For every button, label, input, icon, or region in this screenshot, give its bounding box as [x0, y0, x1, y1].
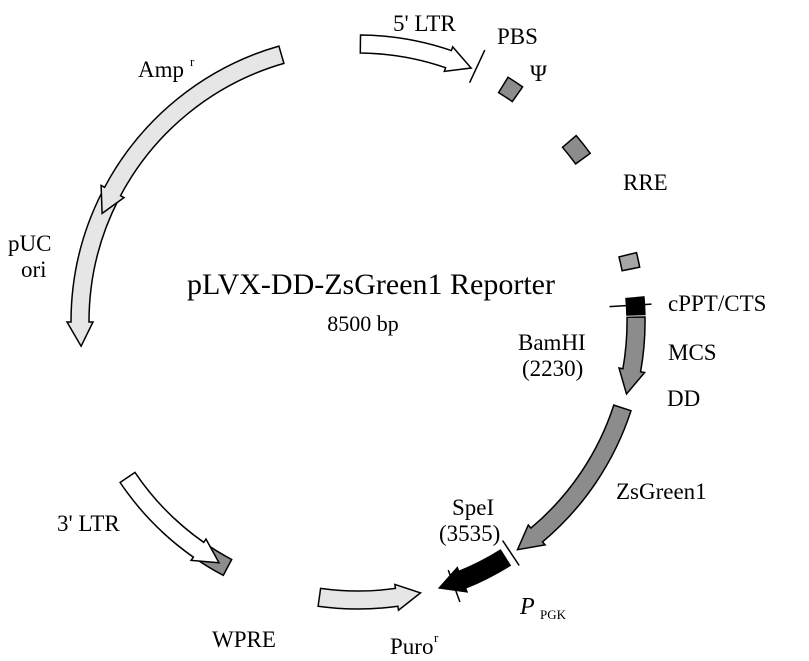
label-amp-superscript: r — [190, 54, 195, 69]
label-wpre: WPRE — [212, 627, 276, 652]
label-psi: Ψ — [530, 61, 547, 86]
feature-ltr5-arrow — [359, 34, 473, 73]
label-5-ltr: 5' LTR — [393, 11, 456, 36]
feature-mcs-box — [625, 296, 646, 316]
pbs-site-tick — [468, 49, 486, 84]
label-spei-position: (3535) — [439, 521, 500, 546]
label-cppt-cts: cPPT/CTS — [668, 291, 766, 316]
feature-puro-arrow — [317, 583, 423, 612]
plasmid-size: 8500 bp — [327, 311, 399, 336]
label-bamhi: BamHI — [518, 330, 586, 355]
label-bamhi-position: (2230) — [522, 356, 583, 381]
feature-rre-box — [561, 134, 592, 165]
feature-cppt-box — [618, 251, 641, 272]
label-amp: Amp — [138, 57, 184, 82]
label-puc: pUC — [8, 231, 51, 256]
feature-ltr3-arrow — [119, 471, 221, 564]
spei-site-tick — [501, 540, 520, 566]
label-spei: SpeI — [452, 495, 494, 520]
label-pgk-subscript: PGK — [540, 607, 567, 622]
plasmid-name: pLVX-DD-ZsGreen1 Reporter — [187, 268, 555, 301]
feature-amp-arrow — [100, 45, 285, 215]
label-zsgreen1: ZsGreen1 — [616, 479, 707, 504]
feature-dd-arrow — [617, 316, 647, 396]
label-dd: DD — [667, 386, 700, 411]
label-puro-superscript: r — [434, 630, 439, 645]
feature-psi-box — [497, 76, 524, 103]
label-pgk-promoter: P — [519, 594, 535, 620]
feature-pgk-arrow — [437, 549, 512, 593]
label-ori: ori — [21, 257, 47, 282]
label-rre: RRE — [623, 170, 668, 195]
label-3-ltr: 3' LTR — [57, 511, 120, 536]
label-mcs: MCS — [668, 340, 717, 365]
label-pbs: PBS — [497, 24, 538, 49]
label-puro: Puro — [390, 634, 433, 659]
bamhi-site-tick — [609, 303, 652, 308]
pgk-label-tick — [447, 569, 461, 603]
feature-puc-arrow — [65, 190, 120, 348]
feature-zsgreen-arrow — [516, 404, 632, 551]
